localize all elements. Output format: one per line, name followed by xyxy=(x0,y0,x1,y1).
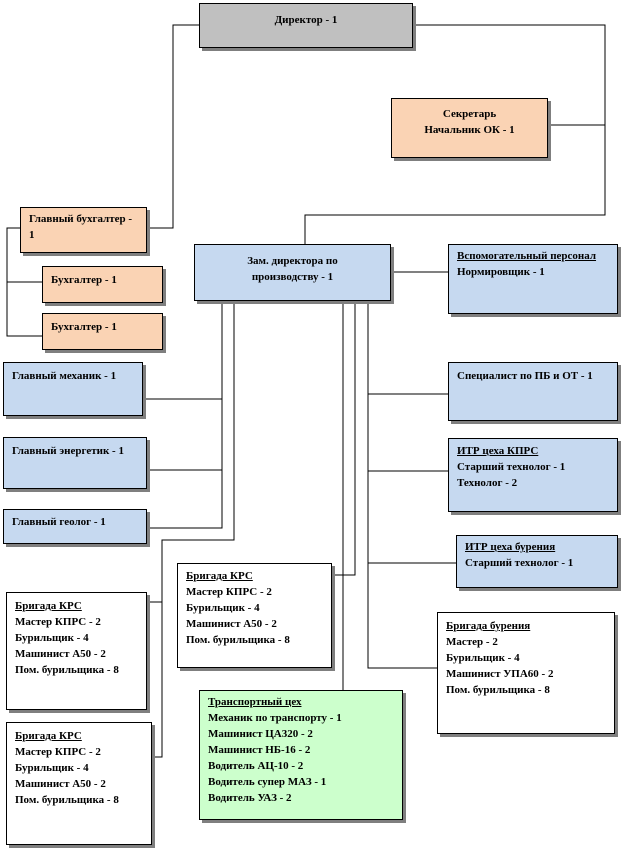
brigade-krs-header: Бригада КРС xyxy=(15,730,82,742)
brigade-krs-line: Пом. бурильщика - 8 xyxy=(15,663,119,676)
auxiliary-staff-header: Вспомогательный персонал xyxy=(457,250,597,262)
brigade-drilling-line: Бурильщик - 4 xyxy=(446,651,520,664)
itr-drilling-line: Старший технолог - 1 xyxy=(465,556,574,569)
connector-director-accounting xyxy=(147,24,199,229)
brigade-krs-line: Мастер КПРС - 2 xyxy=(15,745,101,758)
transport-header: Транспортный цех xyxy=(208,696,302,708)
brigade-krs-line: Бурильщик - 4 xyxy=(15,761,89,774)
connector-deputy-krs2 xyxy=(332,301,356,576)
brigade-krs-line: Мастер КПРС - 2 xyxy=(15,615,101,628)
transport-line: Водитель УАЗ - 2 xyxy=(208,791,292,804)
connector-accounting-bus xyxy=(6,227,42,337)
transport-line: Водитель АЦ-10 - 2 xyxy=(208,759,304,772)
brigade-krs-line: Машинист А50 - 2 xyxy=(15,647,106,660)
secretary-line2: Начальник ОК - 1 xyxy=(424,123,515,136)
brigade-krs-header: Бригада КРС xyxy=(15,600,82,612)
chief-accountant-label: Главный бухгалтер - 1 xyxy=(29,213,133,241)
accountant-box-1: Бухгалтер - 1 xyxy=(42,266,163,303)
transport-line: Водитель супер МАЗ - 1 xyxy=(208,775,327,788)
auxiliary-staff-box: Вспомогательный персонал Нормировщик - 1 xyxy=(448,244,618,314)
chief-energetic-label: Главный энергетик - 1 xyxy=(12,445,124,457)
itr-krs-line: Технолог - 2 xyxy=(457,476,518,489)
chief-mechanic-box: Главный механик - 1 xyxy=(3,362,143,416)
brigade-drilling-line: Машинист УПА60 - 2 xyxy=(446,667,554,680)
brigade-krs-line: Пом. бурильщика - 8 xyxy=(15,793,119,806)
auxiliary-staff-line: Нормировщик - 1 xyxy=(457,265,545,278)
secretary-box: Секретарь Начальник ОК - 1 xyxy=(391,98,548,158)
brigade-krs-line: Бурильщик - 4 xyxy=(15,631,89,644)
brigade-drilling-line: Мастер - 2 xyxy=(446,635,498,648)
chief-geologist-box: Главный геолог - 1 xyxy=(3,509,147,544)
brigade-drilling-line: Пом. бурильщика - 8 xyxy=(446,683,550,696)
transport-box: Транспортный цех Механик по транспорту -… xyxy=(199,690,403,820)
director-title: Директор - 1 xyxy=(274,14,338,26)
itr-drilling-header: ИТР цеха бурения xyxy=(465,541,556,553)
transport-line: Механик по транспорту - 1 xyxy=(208,711,342,724)
brigade-drilling-header: Бригада бурения xyxy=(446,620,531,632)
deputy-director-label: Зам. директора по производству - 1 xyxy=(247,255,338,283)
brigade-krs-box-1: Бригада КРС Мастер КПРС - 2 Бурильщик - … xyxy=(6,592,147,710)
brigade-krs-box-2: Бригада КРС Мастер КПРС - 2 Бурильщик - … xyxy=(177,563,332,668)
safety-specialist-label: Специалист по ПБ и ОТ - 1 xyxy=(457,370,593,382)
brigade-drilling-box: Бригада бурения Мастер - 2 Бурильщик - 4… xyxy=(437,612,615,734)
brigade-krs-line: Бурильщик - 4 xyxy=(186,601,260,614)
director-box: Директор - 1 xyxy=(199,3,413,48)
itr-krs-box: ИТР цеха КПРС Старший технолог - 1 Техно… xyxy=(448,438,618,512)
transport-line: Машинист НБ-16 - 2 xyxy=(208,743,311,756)
accountant-label-1: Бухгалтер - 1 xyxy=(51,274,117,286)
itr-drilling-box: ИТР цеха бурения Старший технолог - 1 xyxy=(456,535,618,588)
brigade-krs-header: Бригада КРС xyxy=(186,570,253,582)
itr-krs-header: ИТР цеха КПРС xyxy=(457,445,539,457)
itr-krs-line: Старший технолог - 1 xyxy=(457,460,566,473)
chief-accountant-box: Главный бухгалтер - 1 xyxy=(20,207,147,253)
chief-energetic-box: Главный энергетик - 1 xyxy=(3,437,147,489)
connector-deputy-left-bus xyxy=(143,301,223,529)
safety-specialist-box: Специалист по ПБ и ОТ - 1 xyxy=(448,362,618,421)
brigade-krs-line: Машинист А50 - 2 xyxy=(186,617,277,630)
secretary-line1: Секретарь xyxy=(442,108,497,120)
brigade-krs-line: Пом. бурильщика - 8 xyxy=(186,633,290,646)
connector-deputy-krs-bus xyxy=(147,301,235,758)
brigade-krs-line: Машинист А50 - 2 xyxy=(15,777,106,790)
chief-geologist-label: Главный геолог - 1 xyxy=(12,516,106,528)
connector-deputy-right-bus xyxy=(367,301,456,669)
brigade-krs-line: Мастер КПРС - 2 xyxy=(186,585,272,598)
chief-mechanic-label: Главный механик - 1 xyxy=(12,370,117,382)
connector-director-secretary-deputy xyxy=(304,24,606,244)
deputy-director-box: Зам. директора по производству - 1 xyxy=(194,244,391,301)
brigade-krs-box-3: Бригада КРС Мастер КПРС - 2 Бурильщик - … xyxy=(6,722,152,845)
accountant-box-2: Бухгалтер - 1 xyxy=(42,313,163,350)
transport-line: Машинист ЦА320 - 2 xyxy=(208,727,313,740)
accountant-label-2: Бухгалтер - 1 xyxy=(51,321,117,333)
